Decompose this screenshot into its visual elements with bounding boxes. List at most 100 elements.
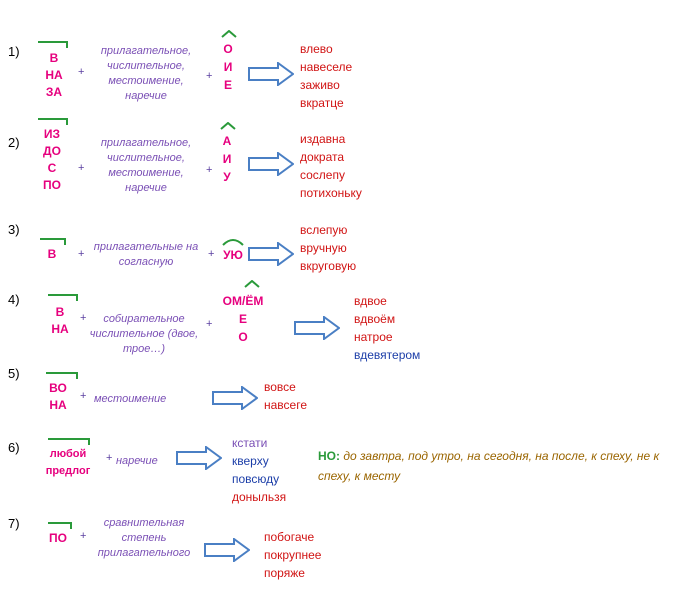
plus-sign: + (106, 452, 113, 464)
example-list: вдвое вдвоём натрое вдевятером (354, 292, 420, 364)
example-word: побогаче (264, 530, 315, 544)
prefix: ПО (49, 531, 67, 545)
arrow-right-icon (204, 538, 250, 562)
ending-arc (222, 239, 244, 246)
prefix: любой (49, 448, 87, 460)
suffix-list: О И Е (216, 40, 240, 94)
arrow-right-icon (248, 62, 294, 86)
prefix: ИЗ (43, 127, 61, 141)
example-word: вкратце (300, 96, 344, 110)
ending-arc (221, 30, 237, 38)
prefix-bracket (40, 238, 66, 245)
prefix-list: ПО (40, 530, 76, 547)
plus-sign: + (78, 248, 85, 260)
exception-note-text: до завтра, под утро, на сегодня, на посл… (318, 449, 660, 483)
plus-sign: + (208, 248, 215, 260)
example-word: вдевятером (354, 348, 421, 362)
ending-arc (220, 122, 236, 130)
prefix: В (49, 51, 59, 65)
prefix-bracket (38, 41, 68, 48)
prefix-bracket (38, 118, 68, 125)
suffix: О (238, 330, 248, 344)
part-of-speech: прилагательные на согласную (93, 241, 199, 268)
suffix: У (223, 170, 231, 184)
example-word: вовсе (264, 380, 296, 394)
prefix: ВО (49, 381, 67, 395)
example-word: навеселе (300, 60, 353, 74)
part-of-speech: прилагательное, числительное, местоимени… (100, 137, 192, 194)
prefix-list: В НА ЗА (34, 50, 74, 101)
example-word: заживо (300, 78, 340, 92)
suffix: А (222, 134, 232, 148)
prefix-list: ВО НА (38, 380, 78, 414)
example-word: повсюду (232, 472, 280, 486)
example-word: вдвоём (354, 312, 396, 326)
rule-number: 7) (8, 516, 20, 531)
suffix: И (222, 152, 232, 166)
prefix: В (55, 305, 65, 319)
example-list: вслепую вручную вкруговую (300, 221, 356, 275)
prefix: предлог (45, 465, 91, 477)
plus-sign: + (206, 70, 213, 82)
example-word: вкруговую (300, 259, 357, 273)
exception-note: НО: до завтра, под утро, на сегодня, на … (318, 446, 668, 486)
prefix: В (47, 247, 57, 261)
suffix-list: УЮ (216, 246, 250, 264)
arrow-right-icon (212, 386, 258, 410)
arrow-right-icon (248, 242, 294, 266)
example-word: вручную (300, 241, 347, 255)
suffix: Е (223, 78, 232, 92)
example-word: натрое (354, 330, 393, 344)
example-list: издавна дократа сослепу потихоньку (300, 130, 362, 202)
rule-number: 1) (8, 44, 20, 59)
example-word: потихоньку (300, 186, 362, 200)
example-list: побогаче покрупнее поряже (264, 528, 321, 582)
example-word: дократа (300, 150, 345, 164)
plus-sign: + (80, 312, 87, 324)
example-word: сослепу (300, 168, 345, 182)
example-word: кстати (232, 436, 268, 450)
example-word: влево (300, 42, 333, 56)
suffix: Е (238, 312, 247, 326)
example-list: влево навеселе заживо вкратце (300, 40, 352, 112)
rule-number: 5) (8, 366, 20, 381)
plus-sign: + (80, 530, 87, 542)
prefix: С (47, 161, 57, 175)
suffix: УЮ (223, 248, 243, 262)
rule-number: 2) (8, 135, 20, 150)
arrow-right-icon (176, 446, 222, 470)
suffix: И (223, 60, 233, 74)
suffix-list: ОМ/ЁМ Е О (214, 292, 272, 346)
part-of-speech: наречие (116, 455, 158, 467)
example-word: кверху (232, 454, 269, 468)
arrow-right-icon (294, 316, 340, 340)
prefix: НА (51, 322, 69, 336)
prefix: НА (49, 398, 67, 412)
prefix-list: ИЗ ДО С ПО (32, 126, 72, 194)
prefix: НА (45, 68, 63, 82)
example-list: вовсе навсеге (264, 378, 307, 414)
prefix-list: В НА (40, 304, 80, 338)
example-word: поряже (264, 566, 305, 580)
example-word: вслепую (300, 223, 348, 237)
example-word: доныльзя (232, 490, 287, 504)
prefix: ДО (43, 144, 61, 158)
prefix: ПО (43, 178, 61, 192)
example-word: издавна (300, 132, 346, 146)
prefix-bracket (48, 438, 90, 445)
ending-arc (244, 280, 260, 288)
rule-number: 4) (8, 292, 20, 307)
arrow-right-icon (248, 152, 294, 176)
rule-number: 3) (8, 222, 20, 237)
exception-note-head: НО: (318, 449, 340, 463)
example-word: покрупнее (264, 548, 322, 562)
part-of-speech: собирательное числительное (двое, трое…) (89, 313, 199, 355)
prefix-bracket (48, 522, 72, 529)
example-word: вдвое (354, 294, 387, 308)
plus-sign: + (78, 66, 85, 78)
prefix: ЗА (45, 85, 63, 99)
part-of-speech: прилагательное, числительное, местоимени… (100, 45, 192, 102)
example-word: навсеге (264, 398, 308, 412)
example-list: кстати кверху повсюду доныльзя (232, 434, 286, 506)
plus-sign: + (80, 390, 87, 402)
